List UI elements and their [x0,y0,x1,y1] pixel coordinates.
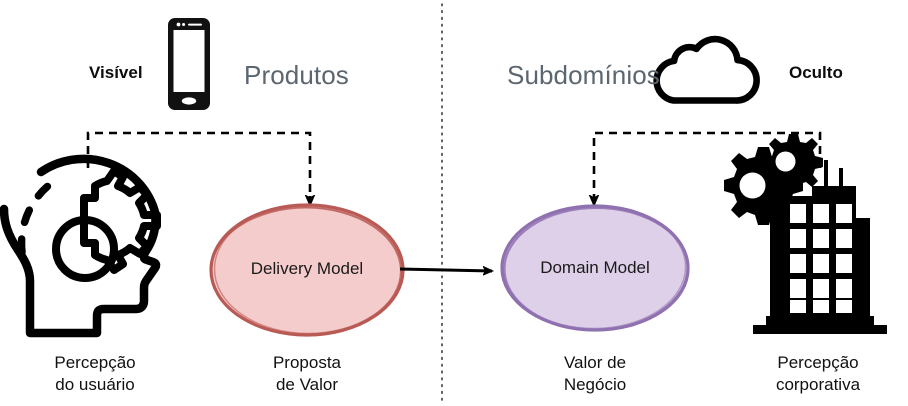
title-produtos: Produtos [244,60,349,90]
tag-visivel: Visível [89,63,143,82]
title-subdominios: Subdomínios [507,60,660,90]
caption-percepcao-corporativa-line1: Percepção [777,353,859,372]
head-with-gear-icon [0,154,161,338]
dashed-bracket-products [86,131,312,196]
caption-proposta-valor-line1: Proposta [272,353,342,372]
cloud-icon [653,35,760,104]
delivery-model-label: Delivery Model [250,259,364,278]
caption-valor-negocio-line1: Valor de [563,353,627,372]
delivery-to-domain-arrow [399,269,492,271]
domain-model-label: Domain Model [540,258,650,277]
caption-proposta-valor-line2: de Valor [275,375,339,394]
tag-oculto: Oculto [789,63,843,82]
dashed-bracket-subdomains [592,131,822,196]
domain-model-node[interactable] [500,204,690,332]
smartphone-icon [168,18,210,110]
office-building-with-gears-icon [724,134,887,334]
caption-percepcao-usuario-line2: do usuário [55,375,135,394]
caption-percepcao-corporativa-line2: corporativa [775,375,861,394]
caption-valor-negocio-line2: Negócio [563,375,627,394]
caption-percepcao-usuario-line1: Percepção [54,353,136,372]
building-windows [790,204,852,313]
gear-small-icon [764,134,823,192]
